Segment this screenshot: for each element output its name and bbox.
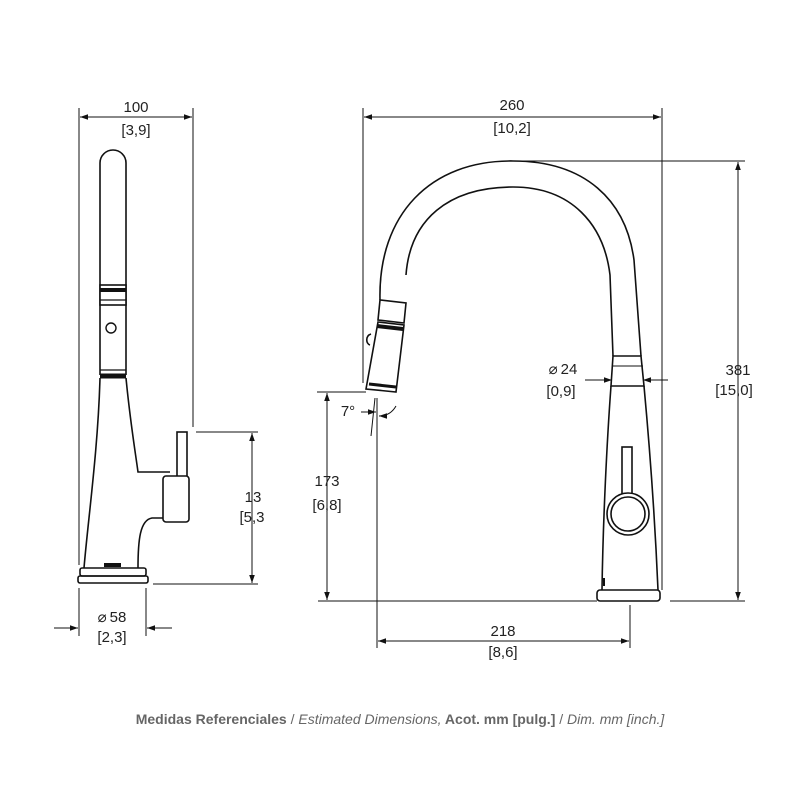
side-height-in: [5,3 [239,509,264,526]
side-view-dimensions [54,108,258,636]
side-height-mm: 13 [245,489,262,506]
front-view-dimensions [317,108,745,648]
side-width-in: [3,9] [121,122,150,139]
spray-angle: 7° [341,403,355,420]
spout-reach-in: [8,6] [488,644,517,661]
reach-in: [10,2] [493,120,531,137]
side-view-faucet [77,149,190,584]
spout-height-mm: 173 [314,473,339,490]
reach-mm: 260 [499,97,524,114]
diameter-symbol: ⌀ [549,361,558,378]
side-width-mm: 100 [123,99,148,116]
base-diameter-mm: ⌀58 [98,609,127,626]
hose-diameter-in: [0,9] [546,383,575,400]
footer-spanish-title: Medidas Referenciales [135,711,287,727]
spout-reach-mm: 218 [490,623,515,640]
dimension-labels: 100 [3,9] 13 [5,3 ⌀58 [2,3] 260 [10,2] 3… [97,97,752,661]
total-height-mm: 381 [725,362,750,379]
diameter-symbol: ⌀ [98,609,107,626]
footer-spanish-units: Acot. mm [pulg.] [441,711,556,727]
footer-separator: / [286,711,299,727]
footer-separator: / [555,711,568,727]
base-diameter-in: [2,3] [97,629,126,646]
hose-diameter-mm: ⌀24 [549,361,578,378]
dimensions-note: Medidas Referenciales / Estimated Dimens… [0,711,800,727]
footer-english-units: Dim. mm [inch.] [567,711,665,727]
footer-english-title: Estimated Dimensions, [298,711,442,727]
front-view-faucet [365,160,661,602]
total-height-in: [15,0] [715,382,753,399]
spout-height-in: [6,8] [312,497,341,514]
